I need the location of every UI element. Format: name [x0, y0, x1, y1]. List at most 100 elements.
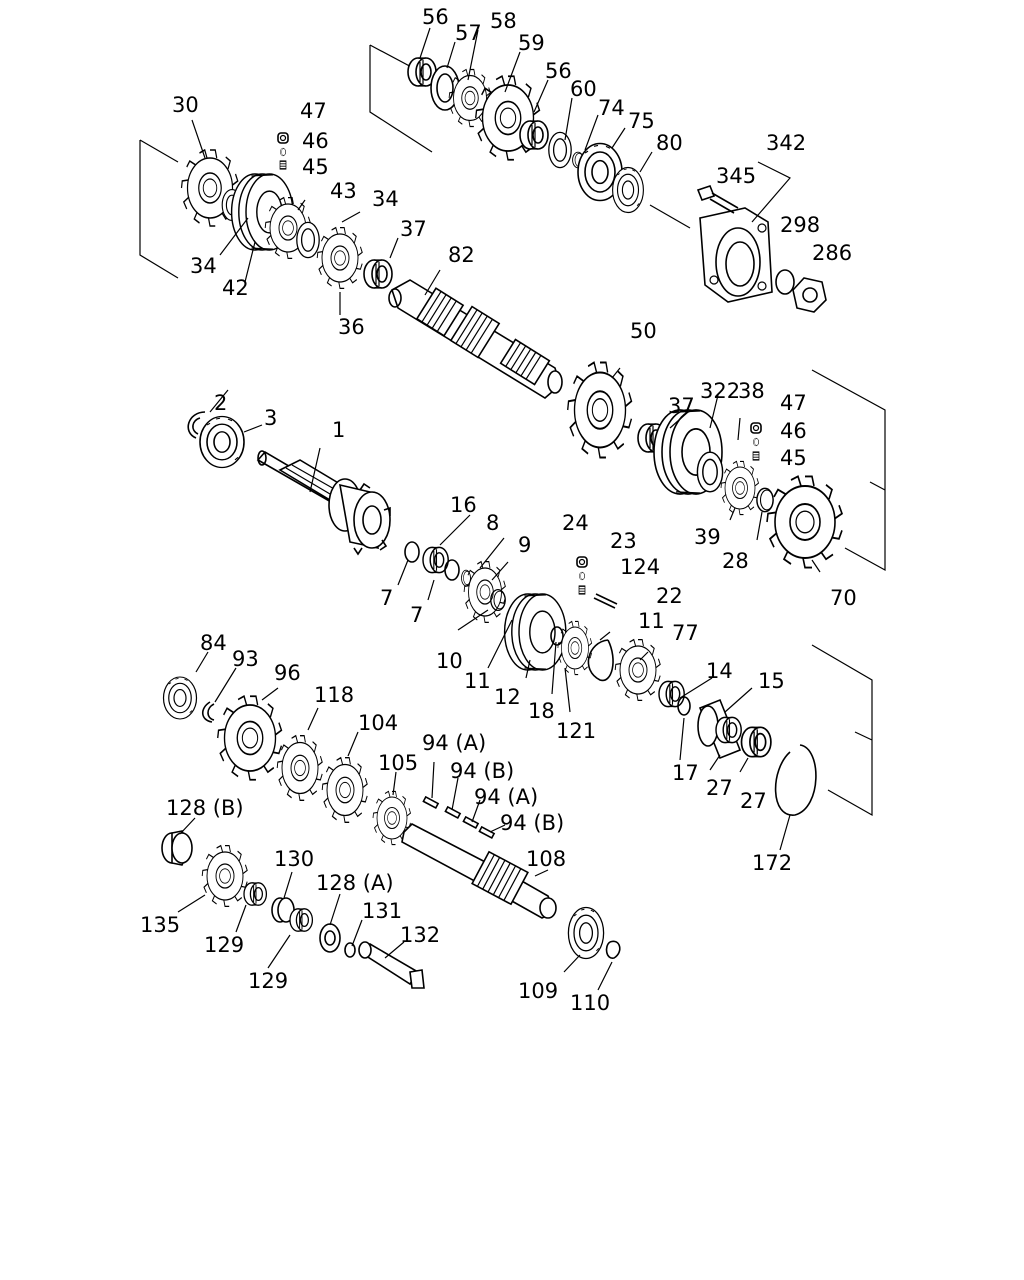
part-129-bearing-a	[243, 882, 268, 906]
label-109: 109	[518, 979, 558, 1003]
label-96: 96	[274, 661, 301, 685]
part-14-needle	[658, 680, 685, 708]
label-36: 36	[338, 315, 365, 339]
label-74: 74	[598, 96, 625, 120]
label-135: 135	[140, 913, 180, 937]
label-18: 18	[528, 699, 555, 723]
label-104: 104	[358, 711, 398, 735]
label-8: 8	[486, 511, 499, 535]
label-286: 286	[812, 241, 852, 265]
label-94b-1: 94 (B)	[450, 759, 514, 783]
label-43: 43	[330, 179, 357, 203]
part-298-o-ring	[775, 269, 795, 295]
label-84: 84	[200, 631, 227, 655]
label-77: 77	[672, 621, 699, 645]
label-93: 93	[232, 647, 259, 671]
label-58: 58	[490, 9, 517, 33]
label-130: 130	[274, 847, 314, 871]
upper-rear-assembly	[407, 57, 691, 229]
label-7a: 7	[380, 586, 393, 610]
part-132-shaft	[358, 941, 425, 989]
part-7-ring-b	[444, 559, 460, 581]
label-2: 2	[214, 391, 227, 415]
label-59: 59	[518, 31, 545, 55]
label-45a: 45	[302, 155, 329, 179]
label-342: 342	[766, 131, 806, 155]
callout-labels: 56 57 58 59 56 60 74 75 80 342 345 298 2…	[140, 5, 857, 1015]
part-2-snap-ring	[187, 411, 206, 439]
part-39-hub	[720, 460, 760, 516]
label-12: 12	[494, 685, 521, 709]
label-322: 322	[700, 379, 740, 403]
label-34a: 34	[372, 187, 399, 211]
part-22-pin	[593, 593, 618, 609]
label-14: 14	[706, 659, 733, 683]
label-128a: 128 (A)	[316, 871, 394, 895]
label-105: 105	[378, 751, 418, 775]
label-57: 57	[455, 21, 482, 45]
part-94-keys	[422, 795, 496, 840]
label-45b: 45	[780, 446, 807, 470]
label-121: 121	[556, 719, 596, 743]
part-121-gear	[557, 620, 593, 676]
part-129-bearing-b	[289, 908, 314, 932]
part-108-countershaft	[401, 823, 557, 919]
part-77-gear	[614, 638, 661, 702]
label-24: 24	[562, 511, 589, 535]
label-118: 118	[314, 683, 354, 707]
part-18-ball	[550, 626, 564, 646]
label-9: 9	[518, 533, 531, 557]
label-28: 28	[722, 549, 749, 573]
label-17: 17	[672, 761, 699, 785]
label-22: 22	[656, 584, 683, 608]
leader-lines	[177, 27, 821, 991]
part-3-bearing	[199, 415, 245, 469]
label-298: 298	[780, 213, 820, 237]
part-38-ring	[696, 451, 724, 493]
label-37b: 37	[668, 394, 695, 418]
part-84-bearing	[162, 676, 198, 720]
part-34-ring-b	[296, 221, 320, 259]
part-1-input-shaft	[256, 450, 391, 556]
label-82: 82	[448, 243, 475, 267]
label-132: 132	[400, 923, 440, 947]
label-124: 124	[620, 555, 660, 579]
part-50-gear	[566, 361, 633, 459]
label-94b-2: 94 (B)	[500, 811, 564, 835]
label-10: 10	[436, 649, 463, 673]
label-345: 345	[716, 164, 756, 188]
part-172-snap-ring	[774, 744, 817, 816]
part-128a-washer	[319, 923, 341, 953]
label-23: 23	[610, 529, 637, 553]
part-82-mainshaft	[388, 279, 563, 399]
label-11a: 11	[464, 669, 491, 693]
label-38: 38	[738, 379, 765, 403]
label-94a-2: 94 (A)	[474, 785, 538, 809]
label-80: 80	[656, 131, 683, 155]
label-128b: 128 (B)	[166, 796, 244, 820]
part-17-ring	[677, 696, 691, 716]
part-27-bearing-a	[715, 716, 742, 744]
bracket-lines	[139, 44, 886, 817]
part-7-ring-a	[404, 541, 420, 563]
label-50: 50	[630, 319, 657, 343]
label-70: 70	[830, 586, 857, 610]
part-93-ring	[201, 701, 215, 723]
label-11b: 11	[638, 609, 665, 633]
part-345-bolt	[696, 185, 739, 214]
label-110: 110	[570, 991, 610, 1015]
label-108: 108	[526, 847, 566, 871]
label-47b: 47	[780, 391, 807, 415]
mid-assembly	[503, 556, 817, 816]
label-75: 75	[628, 109, 655, 133]
part-80-bearing	[611, 166, 645, 214]
part-12-sleeve	[503, 593, 567, 671]
label-46b: 46	[780, 419, 807, 443]
label-46a: 46	[302, 129, 329, 153]
label-30: 30	[172, 93, 199, 117]
label-16: 16	[450, 493, 477, 517]
part-96-gear	[216, 695, 283, 781]
part-118-gear	[276, 735, 323, 801]
part-9-hub	[463, 560, 506, 624]
